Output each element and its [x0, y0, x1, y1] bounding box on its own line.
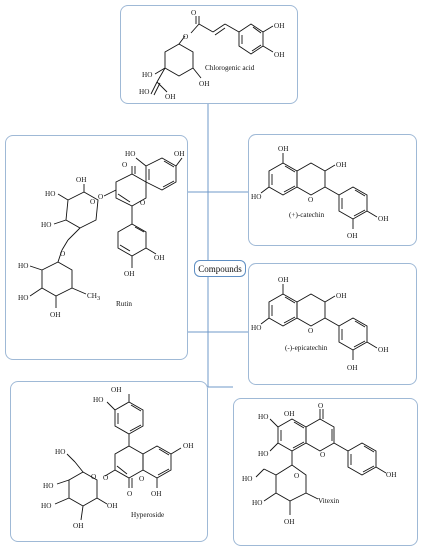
label-o-sugar: O — [91, 473, 96, 481]
label-oh-3: OH — [165, 93, 175, 101]
label-o-sugar: O — [294, 472, 299, 480]
label-oh-1: OH — [278, 145, 288, 153]
label-o-ring-2: O — [90, 198, 95, 206]
label-oh-1: OH — [111, 386, 121, 394]
center-label: Compounds — [198, 263, 242, 274]
label-ho-a: HO — [125, 150, 135, 158]
label-ho-1: HO — [142, 71, 152, 79]
label-oh-1: OH — [274, 22, 284, 30]
label-oh-2: OH — [336, 292, 346, 300]
label-oh-1: OH — [278, 276, 288, 284]
label-o-ring: O — [320, 451, 325, 459]
label-ho-b: HO — [45, 190, 55, 198]
structure-epicatechin: OH OH HO O OH OH (-)-epicatechin — [251, 276, 388, 372]
label-ho-e: HO — [18, 294, 28, 302]
label-ho-1: HO — [258, 413, 268, 421]
structure-vitexin: OH O HO HO O OH O HO HO OH Vitexin — [242, 402, 396, 526]
label-oh-2: OH — [274, 51, 284, 59]
label-ho-4: HO — [41, 502, 51, 510]
label-o-link: O — [60, 250, 65, 258]
label-oh-4: OH — [199, 80, 209, 88]
label-oh-3: OH — [378, 215, 388, 223]
label-ho-d: HO — [18, 262, 28, 270]
label-o-gly: O — [98, 193, 103, 201]
label-o-ring: O — [139, 475, 144, 483]
label-ho-2: HO — [258, 450, 268, 458]
label-oh-3: OH — [284, 518, 294, 526]
compound-name: (+)-catechin — [289, 211, 325, 219]
label-oh-a: OH — [174, 150, 184, 158]
label-oh-4: OH — [347, 232, 357, 240]
label-oh-1: OH — [284, 410, 294, 418]
label-ho-1: HO — [251, 324, 261, 332]
label-ho-3: HO — [242, 475, 252, 483]
label-o-ring: O — [308, 196, 313, 204]
label-o-gly: O — [103, 474, 108, 482]
compound-name: Rutin — [116, 300, 132, 308]
label-ho-2: HO — [139, 88, 149, 96]
panel-vitexin: OH O HO HO O OH O HO HO OH Vitexin — [233, 398, 418, 546]
label-ch3: CH3 — [87, 292, 100, 302]
label-o-carbonyl: O — [191, 9, 196, 17]
label-oh-e: OH — [50, 311, 60, 319]
panel-catechin: OH OH HO O OH OH (+)-catechin — [248, 134, 417, 246]
label-oh-d: OH — [76, 176, 86, 184]
label-ho-1: HO — [251, 193, 261, 201]
compounds-center-box: Compounds — [194, 260, 246, 277]
panel-epicatechin: OH OH HO O OH OH (-)-epicatechin — [248, 263, 417, 385]
label-ho-1: HO — [93, 396, 103, 404]
compound-name: Chlorogenic acid — [205, 64, 255, 72]
label-ho-3: HO — [43, 482, 53, 490]
label-oh-b: OH — [154, 254, 164, 262]
label-oh-3: OH — [378, 346, 388, 354]
label-oh-2: OH — [386, 471, 396, 479]
label-ho-4: HO — [252, 499, 262, 507]
panel-rutin: HO OH O O OH OH O O OH HO HO O HO HO OH … — [5, 135, 188, 360]
label-o-ring: O — [140, 199, 145, 207]
label-o-keto: O — [122, 161, 127, 169]
structure-chlorogenic-acid: O O OH OH HO HO OH OH Chlorogenic acid — [139, 9, 284, 101]
label-o-ring: O — [308, 327, 313, 335]
structure-rutin: HO OH O O OH OH O O OH HO HO O HO HO OH … — [18, 150, 184, 319]
label-oh-2: OH — [183, 442, 193, 450]
compound-name: Vitexin — [318, 497, 340, 505]
label-o-keto: O — [127, 490, 132, 498]
label-o-ester: O — [183, 33, 188, 41]
label-oh-4: OH — [73, 522, 83, 530]
label-oh-3: OH — [151, 490, 161, 498]
label-oh-5: OH — [107, 502, 117, 510]
label-ho-2: HO — [55, 448, 65, 456]
panel-chlorogenic-acid: O O OH OH HO HO OH OH Chlorogenic acid — [120, 5, 298, 104]
label-oh-4: OH — [347, 364, 357, 372]
label-oh-2: OH — [336, 161, 346, 169]
panel-hyperoside: OH HO O OH O O OH HO HO O HO OH OH Hyper… — [10, 381, 208, 542]
structure-hyperoside: OH HO O OH O O OH HO HO O HO OH OH Hyper… — [41, 386, 193, 530]
label-ho-c: HO — [41, 221, 51, 229]
compound-name: (-)-epicatechin — [285, 344, 328, 352]
structure-catechin: OH OH HO O OH OH (+)-catechin — [251, 145, 388, 240]
compound-name: Hyperoside — [131, 511, 164, 519]
label-o-keto: O — [318, 402, 323, 410]
label-oh-c: OH — [124, 270, 134, 278]
